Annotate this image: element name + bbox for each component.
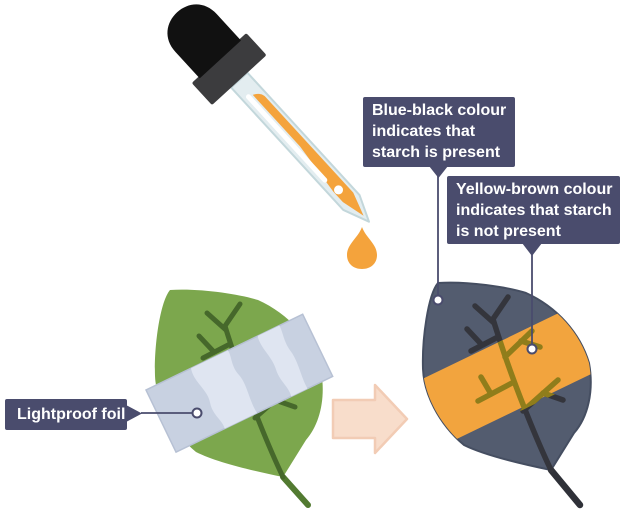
pipette-highlight bbox=[245, 94, 328, 183]
leaf-after-stem bbox=[547, 466, 584, 509]
transition-arrow-icon bbox=[331, 383, 409, 455]
foil-highlight bbox=[191, 350, 258, 429]
pipette-icon bbox=[167, 4, 370, 223]
callout-pointer-yellow-brown bbox=[522, 243, 542, 256]
iodine-drop-icon bbox=[347, 227, 377, 269]
starch-band bbox=[422, 307, 591, 446]
pipette-highlight-dot bbox=[334, 185, 344, 195]
pipette-collar bbox=[192, 33, 266, 105]
pipette-liquid bbox=[252, 93, 364, 216]
label-lightproof-foil: Lightproof foil bbox=[5, 399, 127, 430]
callout-pointer-blue-black bbox=[429, 166, 448, 178]
label-blue-black: Blue-black colour indicates that starch … bbox=[363, 97, 515, 167]
pipette-bulb bbox=[167, 4, 241, 79]
foil-strip-icon bbox=[144, 313, 334, 454]
leaf-before-stem bbox=[280, 474, 311, 508]
connector-dot-yellow-brown bbox=[526, 343, 538, 355]
label-yellow-brown: Yellow-brown colour indicates that starc… bbox=[447, 176, 620, 244]
connector-dot-blue-black bbox=[432, 294, 444, 306]
foil-highlight bbox=[257, 325, 308, 397]
connector-dot-lightproof-foil bbox=[191, 407, 203, 419]
callout-pointer-lightproof-foil bbox=[126, 405, 142, 422]
